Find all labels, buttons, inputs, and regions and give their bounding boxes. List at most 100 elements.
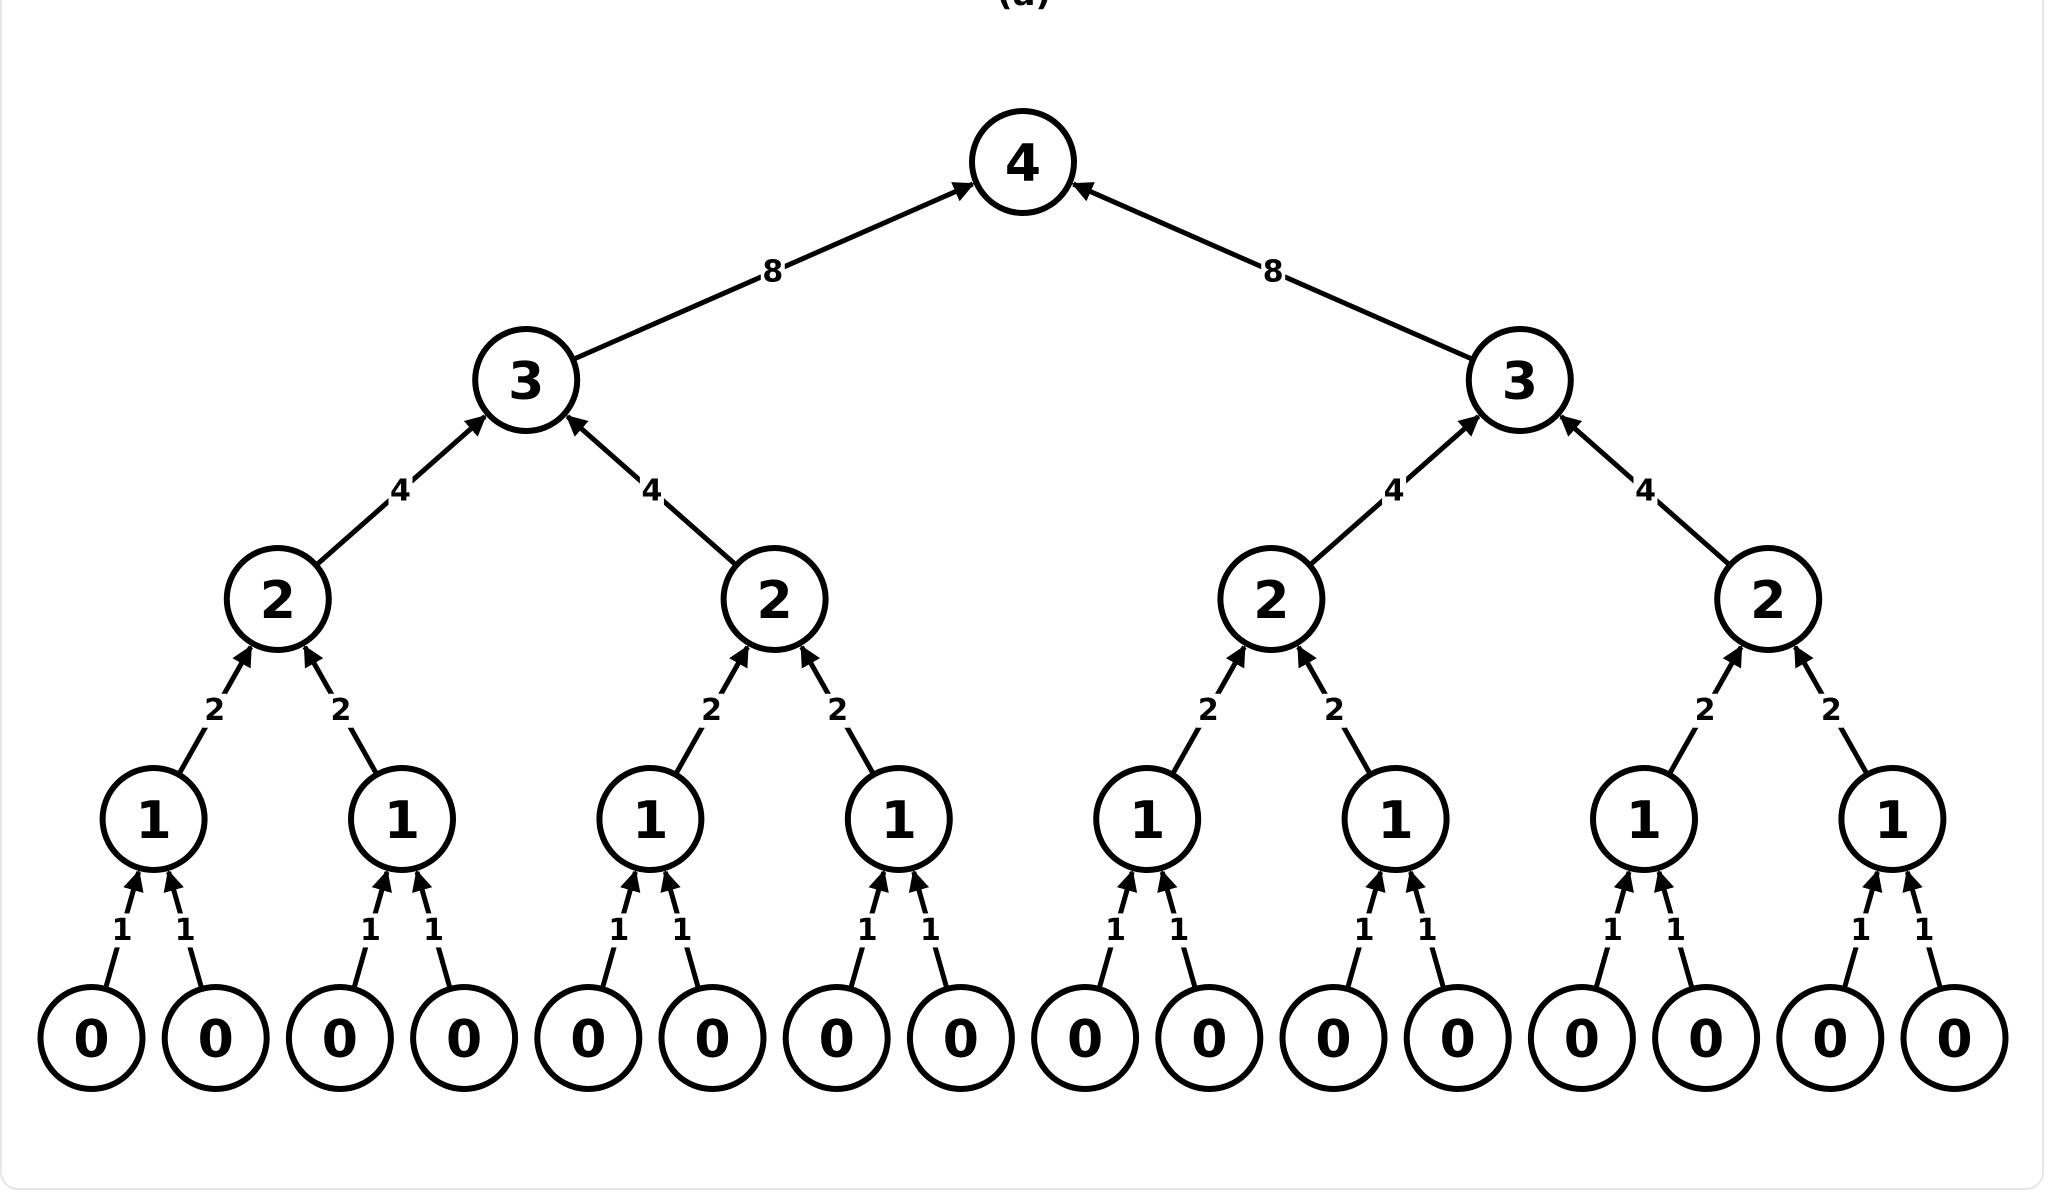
edge-label-background: [1819, 693, 1844, 728]
tree-edge: 2: [799, 645, 876, 776]
edge-weight-label: 2: [1695, 693, 1716, 728]
edge-label-background: [1103, 913, 1128, 948]
tree-edge: 4: [1559, 414, 1732, 568]
edge-label-background: [110, 913, 135, 948]
edge-weight-label: 1: [672, 913, 693, 948]
edge-weight-label: 1: [1417, 913, 1438, 948]
node-circle: [37, 984, 146, 1092]
tree-node: 1: [348, 765, 456, 873]
node-circle: [1093, 765, 1202, 873]
edge-label-background: [606, 913, 631, 948]
tree-node: 0: [906, 984, 1015, 1092]
edge-weight-label: 1: [423, 913, 444, 948]
tree-node: 0: [782, 984, 891, 1092]
tree-node: 1: [844, 765, 953, 873]
tree-edge: 1: [1345, 869, 1386, 990]
tree-edge: 4: [565, 414, 738, 568]
node-circle: [410, 984, 519, 1092]
tree-edge: 1: [1654, 869, 1695, 990]
tree-node: 0: [37, 984, 146, 1092]
node-circle: [658, 984, 767, 1092]
node-label: 0: [819, 1010, 855, 1070]
node-circle: [1652, 984, 1761, 1092]
node-circle: [969, 108, 1077, 216]
tree-node: 2: [1714, 545, 1823, 653]
node-circle: [1465, 326, 1574, 434]
tree-node: 0: [658, 984, 767, 1092]
tree-edge: 2: [302, 645, 380, 776]
edge-weight-label: 4: [390, 473, 411, 508]
edge-weight-label: 1: [920, 913, 941, 948]
edge-weight-label: 1: [360, 913, 381, 948]
edge-label-background: [760, 254, 785, 289]
tree-edge: 1: [351, 869, 392, 990]
edge-weight-label: 2: [204, 693, 225, 728]
node-label: 1: [136, 791, 172, 851]
node-label: 0: [1440, 1010, 1476, 1070]
edge-weight-label: 2: [1198, 693, 1219, 728]
edge-weight-label: 2: [1821, 693, 1842, 728]
node-label: 1: [384, 791, 420, 851]
node-circle: [1031, 984, 1140, 1092]
node-label: 3: [1502, 352, 1538, 412]
tree-node: 0: [1279, 984, 1388, 1092]
edge-weight-label: 1: [1850, 913, 1871, 948]
edge-weight-label: 8: [762, 254, 783, 289]
edge-label-background: [1663, 913, 1688, 948]
edge-label-background: [173, 913, 198, 948]
edge-label-background: [1166, 913, 1191, 948]
node-label: 1: [1874, 791, 1910, 851]
tree-edge: 1: [163, 869, 205, 990]
tree-edge: 2: [1666, 645, 1744, 776]
edge-weight-label: 1: [1168, 913, 1189, 948]
node-circle: [596, 765, 705, 873]
tree-node: 0: [1031, 984, 1140, 1092]
edge-weight-label: 1: [1105, 913, 1126, 948]
node-label: 3: [508, 352, 544, 412]
tree-node: 1: [1093, 765, 1202, 873]
tree-node: 1: [1838, 765, 1947, 873]
edge-label-background: [328, 693, 353, 728]
node-label: 0: [1688, 1010, 1724, 1070]
node-label: 0: [1936, 1010, 1972, 1070]
tree-edge: 2: [673, 645, 750, 776]
node-label: 0: [1564, 1010, 1600, 1070]
tree-node: 0: [161, 984, 270, 1092]
tree-node: 0: [534, 984, 643, 1092]
node-label: 0: [1191, 1010, 1227, 1070]
tree-node: 0: [1403, 984, 1512, 1092]
edge-label-background: [1261, 254, 1286, 289]
tree-node: 1: [99, 765, 208, 873]
node-circle: [285, 984, 394, 1092]
node-label: 0: [1315, 1010, 1351, 1070]
tree-edge: 1: [908, 869, 950, 990]
tree-node: 0: [1900, 984, 2009, 1092]
tree-node: 3: [472, 326, 581, 434]
edge-label-background: [1848, 913, 1873, 948]
node-circle: [1838, 765, 1947, 873]
edge-label-background: [1382, 473, 1407, 508]
edge-weight-label: 2: [701, 693, 722, 728]
tree-edge: 1: [1405, 869, 1447, 990]
tree-node: 1: [1590, 765, 1698, 873]
tree-node: 1: [1341, 765, 1450, 873]
node-label: 0: [694, 1010, 730, 1070]
node-circle: [782, 984, 891, 1092]
edge-weight-label: 1: [608, 913, 629, 948]
node-circle: [1900, 984, 2009, 1092]
tree-node: 2: [223, 545, 332, 653]
node-label: 4: [1005, 134, 1041, 194]
edge-label-background: [1322, 693, 1347, 728]
tree-edge: 1: [1902, 869, 1943, 990]
edge-label-background: [388, 473, 413, 508]
tree-node: 4: [969, 108, 1077, 216]
tree-edge: 2: [1793, 645, 1870, 776]
tree-node: 2: [1217, 545, 1326, 653]
tree-edge: 1: [848, 869, 889, 990]
edge-label-background: [1415, 913, 1440, 948]
node-circle: [1217, 545, 1326, 653]
node-circle: [472, 326, 581, 434]
edge-label-background: [699, 693, 724, 728]
node-label: 2: [260, 571, 296, 631]
node-label: 1: [881, 791, 917, 851]
